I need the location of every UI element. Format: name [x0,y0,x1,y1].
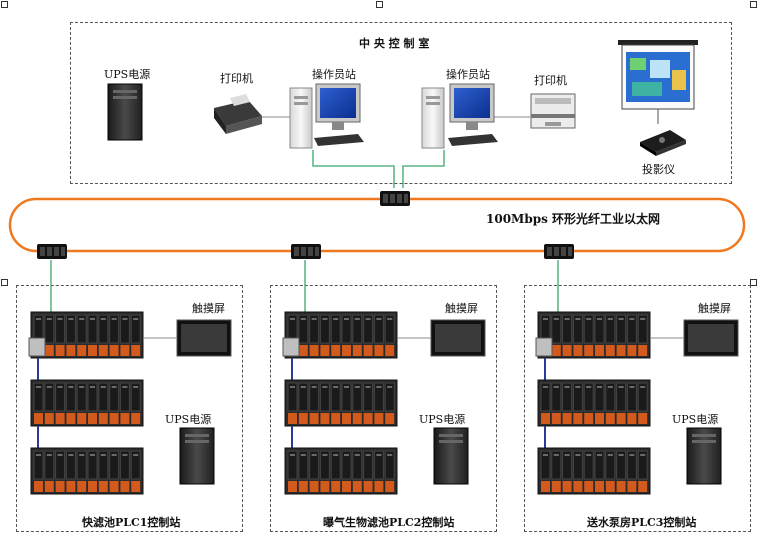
plc-rack-icon [30,447,144,495]
plc-rack-icon [282,311,398,380]
plc1-station-zone [16,285,243,532]
switch-icon [544,244,574,259]
station-name: 曝气生物滤池PLC2控制站 [323,516,455,529]
plc-rack-icon [30,379,144,448]
plc-station-equipment [282,311,486,495]
plc3-station-zone [524,285,751,532]
plc-rack-icon [284,447,398,495]
plc-station-equipment [28,311,232,495]
switch-icon [380,191,410,206]
network-label: 100Mbps 环形光纤工业以太网 [486,212,661,226]
ups-label: UPS电源 [104,68,151,81]
link-operator-left [312,150,395,188]
corner-mark [376,1,383,8]
switch-icon [291,244,321,259]
plc-rack-icon [537,447,651,495]
printer-right-label: 打印机 [534,74,567,87]
projector-label: 投影仪 [642,163,675,176]
operator-left-label: 操作员站 [312,68,356,81]
corner-mark [1,279,8,286]
ups-label: UPS电源 [419,413,466,426]
station-name: 送水泵房PLC3控制站 [587,516,697,529]
plc-rack-icon [537,379,651,448]
touch-screen-icon [397,319,486,357]
touch-screen-label: 触摸屏 [698,302,731,315]
plc-rack-icon [284,379,398,448]
laser-printer-icon [530,93,576,129]
ups-server-icon [107,83,143,141]
ups-server-icon [433,427,469,485]
ups-label: UPS电源 [672,413,719,426]
central-control-room-zone [70,22,732,184]
workstation-icon [289,83,364,149]
corner-mark [1,1,8,8]
ups-server-icon [686,427,722,485]
plc-station-equipment [535,311,739,495]
corner-mark [750,1,757,8]
plc-rack-icon [535,311,651,380]
printer-icon [214,94,262,134]
ups-server-icon [179,427,215,485]
plc-rack-icon [28,311,144,380]
touch-screen-icon [650,319,739,357]
corner-mark [750,279,757,286]
operator-right-label: 操作员站 [446,68,490,81]
central-room-title: 中 央 控 制 室 [359,37,430,50]
printer-left-label: 打印机 [220,72,253,85]
ups-label: UPS电源 [165,413,212,426]
plc2-station-zone [270,285,497,532]
fiber-ring [8,197,746,253]
touch-screen-label: 触摸屏 [445,302,478,315]
workstation-icon [421,83,498,149]
projector-icon [640,130,686,156]
switch-icon [37,244,67,259]
station-name: 快滤池PLC1控制站 [82,516,181,529]
touch-screen-label: 触摸屏 [192,302,225,315]
link-operator-right [402,150,445,188]
projection-screen-icon [618,40,698,124]
touch-screen-icon [143,319,232,357]
